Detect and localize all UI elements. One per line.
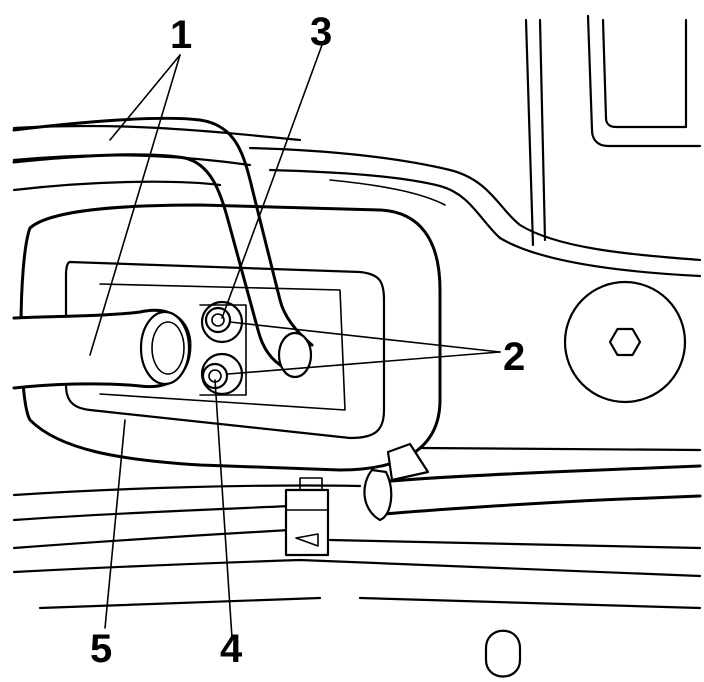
callout-2: 2 bbox=[503, 335, 525, 379]
brake-pipes bbox=[12, 116, 314, 390]
callout-1: 1 bbox=[170, 13, 192, 57]
body-panel-lines bbox=[12, 124, 702, 278]
pipe-union-nuts bbox=[199, 300, 247, 396]
callout-labels: 1 3 2 5 4 bbox=[90, 10, 525, 671]
callout-3: 3 bbox=[310, 10, 332, 54]
pipe-clips bbox=[284, 442, 430, 557]
drain-hole bbox=[484, 629, 522, 678]
callout-5: 5 bbox=[90, 627, 112, 671]
callout-4: 4 bbox=[220, 627, 243, 671]
floor-lines bbox=[12, 446, 702, 610]
bolt-right bbox=[563, 280, 687, 404]
leader-lines bbox=[89, 44, 501, 639]
upper-right-panel bbox=[524, 14, 702, 247]
